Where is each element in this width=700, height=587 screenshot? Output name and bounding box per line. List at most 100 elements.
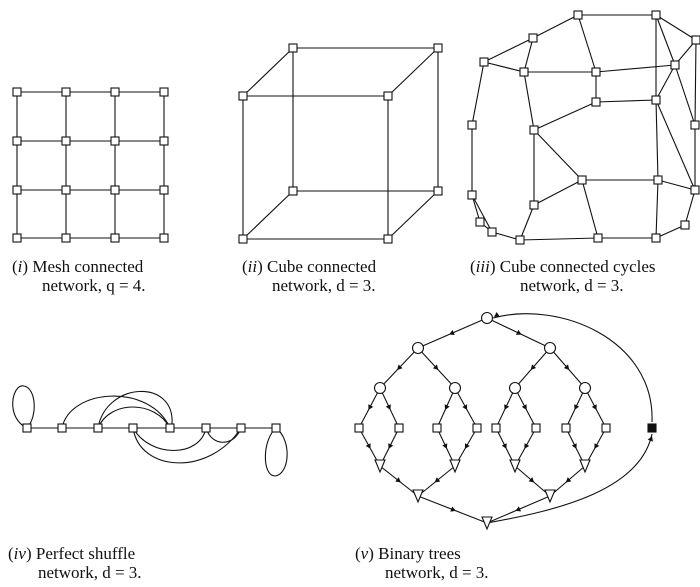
ccc-node <box>519 67 529 77</box>
caption-trees-line2: network, d = 3. <box>385 563 489 582</box>
ccc-edge <box>581 179 599 239</box>
shuffle-node <box>93 423 103 433</box>
tree-loop-edge <box>492 313 653 423</box>
mesh-node <box>110 136 120 146</box>
ccc-edge <box>655 64 676 101</box>
mesh-node <box>61 87 71 97</box>
mesh-node <box>12 136 22 146</box>
ccc-node <box>593 233 603 243</box>
tree-edge-arrowhead <box>494 311 500 317</box>
tree-root-node <box>480 311 494 325</box>
ccc-node <box>690 185 700 195</box>
ccc-node <box>651 233 661 243</box>
tree-edge-arrowhead <box>432 364 439 370</box>
ccc-edge <box>491 231 521 241</box>
cube-node <box>238 234 248 244</box>
ccc-node <box>528 33 538 43</box>
shuffle-self-loop <box>12 385 35 429</box>
tree-internal-node <box>448 381 462 395</box>
ccc-edge <box>655 179 659 239</box>
ccc-edge <box>694 39 697 126</box>
ccc-edge <box>595 64 676 73</box>
tree-loop-edge <box>486 433 653 524</box>
ccc-node <box>479 57 489 67</box>
binary-trees-diagram <box>354 311 657 531</box>
tree-leaf-node <box>491 423 501 433</box>
ccc-edge <box>533 179 583 206</box>
caption-cube-number: (ii) <box>242 257 263 276</box>
mesh-node <box>110 87 120 97</box>
mesh-node <box>159 233 169 243</box>
tree-edge-arrowhead <box>501 443 507 449</box>
cube-node <box>433 186 443 196</box>
ccc-edge <box>533 101 597 131</box>
ccc-edge <box>655 224 686 239</box>
caption-shuffle-number: (iv) <box>8 544 32 563</box>
tree-edge-arrowhead <box>388 443 394 449</box>
ccc-node <box>680 220 690 230</box>
tree-filled-node <box>647 423 657 433</box>
shuffle-arc <box>132 427 207 451</box>
tree-leaf-node <box>601 423 611 433</box>
ccc-edge <box>483 61 525 73</box>
cube-node <box>288 43 298 53</box>
tree-inverted-node <box>374 459 386 474</box>
ccc-edge <box>519 204 535 241</box>
cube-node <box>383 234 393 244</box>
shuffle-arc <box>97 390 173 429</box>
ccc-edge <box>532 14 579 39</box>
tree-edge-arrowhead <box>385 404 391 410</box>
tree-edge-arrowhead <box>450 506 456 512</box>
ccc-edge <box>674 64 696 126</box>
ccc-node <box>487 227 497 237</box>
ccc-node <box>670 60 680 70</box>
mesh-node <box>61 233 71 243</box>
tree-edge-arrowhead <box>462 404 468 410</box>
shuffle-node <box>22 423 32 433</box>
ccc-node <box>651 10 661 20</box>
ccc-edge <box>483 37 534 63</box>
mesh-node <box>61 136 71 146</box>
shuffle-node <box>165 423 175 433</box>
caption-trees-number: (v) <box>355 544 374 563</box>
ccc-edge <box>533 129 583 181</box>
shuffle-arc <box>61 395 171 429</box>
ccc-node <box>591 97 601 107</box>
ccc-edge <box>657 179 696 191</box>
caption-cube-line2: network, d = 3. <box>272 276 376 295</box>
tree-edge-arrowhead <box>647 436 653 442</box>
tree-edge-arrowhead <box>524 443 530 449</box>
ccc-edge <box>684 189 696 226</box>
perfect-shuffle-diagram <box>12 385 288 477</box>
tree-inverted-node <box>449 459 461 474</box>
ccc-node <box>515 235 525 245</box>
cube-edge <box>242 47 294 97</box>
mesh-network-diagram <box>12 87 169 243</box>
tree-inverted-node <box>544 489 556 504</box>
tree-edge-arrowhead <box>444 404 450 410</box>
caption-ccc-number: (iii) <box>470 257 496 276</box>
tree-edge-arrowhead <box>515 506 522 512</box>
ccc-node <box>467 190 477 200</box>
caption-mesh: (i) Mesh connected network, q = 4. <box>12 257 146 295</box>
tree-leaf-node <box>472 423 482 433</box>
tree-leaf-node <box>394 423 404 433</box>
tree-edge-arrowhead <box>449 329 455 336</box>
shuffle-node <box>271 423 281 433</box>
caption-trees-line1: Binary trees <box>378 544 461 563</box>
ccc-node <box>651 95 661 105</box>
shuffle-node <box>57 423 67 433</box>
ccc-edge <box>523 71 535 131</box>
shuffle-node <box>128 423 138 433</box>
ccc-edge <box>577 14 597 73</box>
ccc-node <box>529 200 539 210</box>
tree-edge-arrowhead <box>530 364 537 370</box>
tree-internal-node <box>578 381 592 395</box>
caption-ccc-line1: Cube connected cycles <box>499 257 656 276</box>
tree-edge-arrowhead <box>571 443 577 449</box>
tree-internal-node <box>543 341 557 355</box>
tree-inverted-node <box>412 489 424 504</box>
tree-edge-arrowhead <box>434 477 441 483</box>
cube-connected-cycles-diagram <box>467 10 700 245</box>
